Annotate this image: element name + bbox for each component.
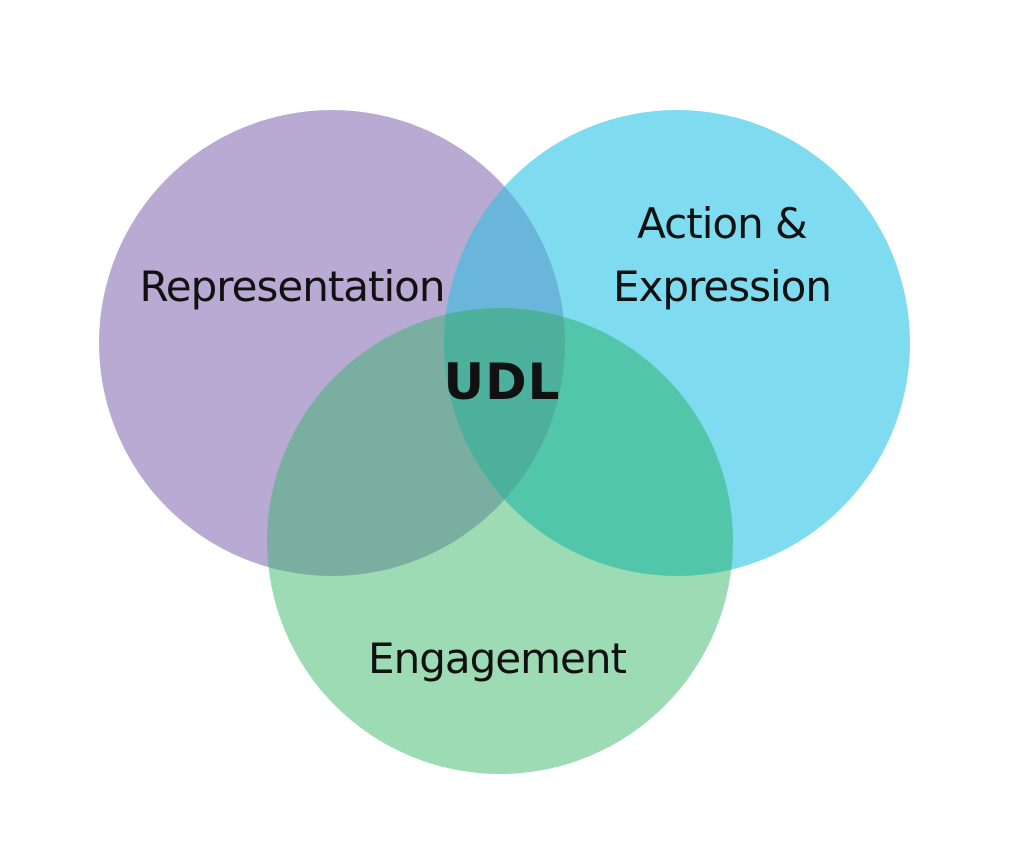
- udl-center-label: UDL: [444, 353, 561, 411]
- engagement-label: Engagement: [368, 634, 626, 683]
- representation-label: Representation: [140, 262, 445, 311]
- action-label-line2: Expression: [613, 262, 831, 311]
- action-label-line1: Action &: [637, 199, 807, 248]
